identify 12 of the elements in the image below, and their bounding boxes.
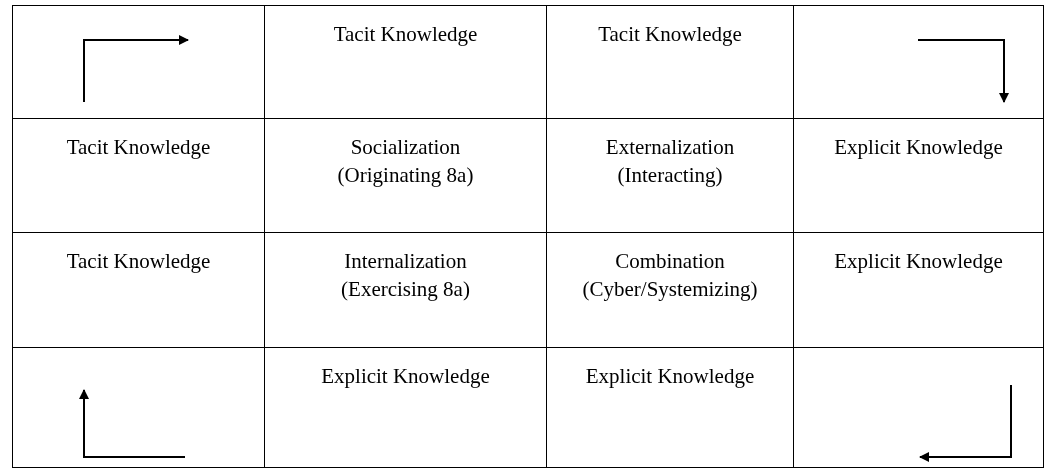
conversion-mode-label: Internalization (Exercising 8a) — [340, 248, 471, 303]
knowledge-label: Explicit Knowledge — [320, 363, 491, 390]
conversion-mode-label: Combination (Cyber/Systemizing) — [581, 248, 759, 303]
knowledge-label: Tacit Knowledge — [65, 134, 212, 161]
knowledge-label: Explicit Knowledge — [833, 134, 1004, 161]
conversion-mode-label: Externalization (Interacting) — [604, 134, 736, 189]
conversion-mode-label: Socialization (Originating 8a) — [336, 134, 475, 189]
knowledge-label: Tacit Knowledge — [332, 21, 479, 48]
knowledge-label: Explicit Knowledge — [584, 363, 756, 390]
knowledge-label: Tacit Knowledge — [597, 21, 743, 48]
knowledge-label: Tacit Knowledge — [65, 248, 212, 275]
knowledge-label: Explicit Knowledge — [833, 248, 1004, 275]
